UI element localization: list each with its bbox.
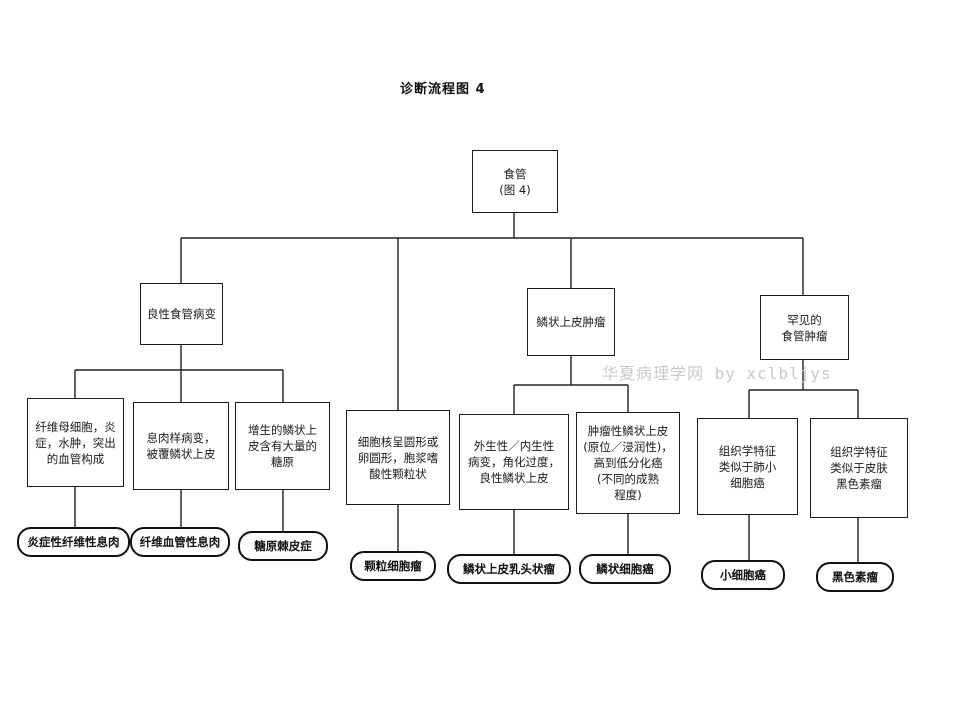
diagnosis-small-cell-carcinoma: 小细胞癌 [701,560,785,590]
category-squamous-tumors: 鳞状上皮肿瘤 [527,288,615,356]
diagnosis-inflammatory-fibroid-polyp: 炎症性纤维性息肉 [17,527,130,557]
finding-fibroblasts-inflammation: 纤维母细胞，炎 症，水肿，突出 的血管构成 [27,398,124,487]
finding-small-cell-like: 组织学特征 类似于肺小 细胞癌 [697,418,798,515]
watermark-text: 华夏病理学网 by xclbljys [602,364,832,383]
finding-neoplastic-squamous: 肿瘤性鳞状上皮 (原位／浸润性)， 高到低分化癌 (不同的成熟 程度) [576,412,680,514]
diagnosis-glycogenic-acanthosis: 糖原棘皮症 [238,531,328,561]
diagnosis-squamous-cell-carcinoma: 鳞状细胞癌 [579,554,671,584]
finding-melanoma-like: 组织学特征 类似于皮肤 黑色素瘤 [810,418,908,518]
page-title: 诊断流程图 4 [400,82,486,97]
diagnosis-melanoma: 黑色素瘤 [816,562,894,592]
diagnosis-squamous-papilloma: 鳞状上皮乳头状瘤 [447,554,571,584]
diagnosis-granular-cell-tumor: 颗粒细胞瘤 [350,551,436,581]
category-rare-tumors: 罕见的 食管肿瘤 [760,295,849,360]
finding-polypoid-lesion: 息肉样病变， 被覆鳞状上皮 [133,402,229,490]
finding-granular-cells: 细胞核呈圆形或 卵圆形，胞浆嗜 酸性颗粒状 [346,410,450,505]
finding-exophytic-lesion: 外生性／内生性 病变，角化过度， 良性鳞状上皮 [459,414,569,510]
diagnosis-fibrovascular-polyp: 纤维血管性息肉 [130,527,230,557]
finding-glycogen-epithelium: 增生的鳞状上 皮含有大量的 糖原 [235,402,330,490]
root-node-esophagus: 食管 (图 4) [472,150,558,213]
category-benign-lesions: 良性食管病变 [140,283,223,345]
